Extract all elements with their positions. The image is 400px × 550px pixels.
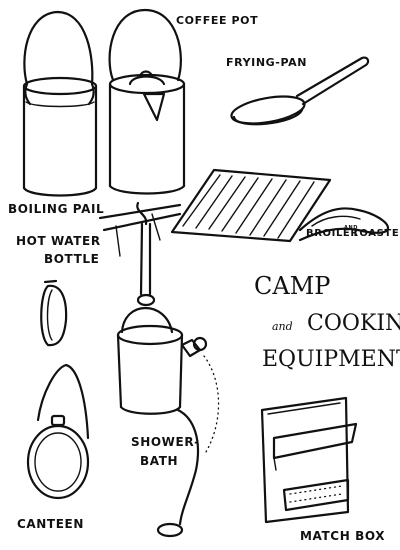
shower-bath-label-line1: SHOWER- — [131, 435, 200, 449]
title-and: and — [272, 320, 293, 333]
hot-water-bottle-label-line2: BOTTLE — [44, 252, 99, 266]
title-line-equipment: EQUIPMENT — [262, 347, 400, 372]
boiling-pail-label: BOILING PAIL — [8, 202, 104, 216]
shower-bath-label-line2: BATH — [140, 454, 178, 468]
hot-water-bottle-label-line1: HOT WATER — [16, 234, 101, 248]
broiler-label: BROILER — [306, 228, 359, 239]
boiling-pail-drawing — [22, 10, 98, 197]
match-box-label: MATCH BOX — [300, 529, 385, 543]
toaster-label: TOASTER — [352, 228, 400, 239]
broiler-and-label: AND — [344, 225, 358, 231]
frying-pan-label: FRYING-PAN — [226, 56, 307, 69]
frying-pan-drawing — [230, 56, 370, 126]
shower-bath-drawing — [98, 201, 220, 538]
coffee-pot-drawing — [108, 8, 186, 195]
coffee-pot-label: COFFEE POT — [176, 14, 258, 27]
canteen-label: CANTEEN — [17, 517, 84, 531]
broiler-and-toaster-drawing — [170, 168, 390, 243]
match-box-drawing — [260, 396, 358, 524]
title-line-camp: CAMP — [254, 272, 330, 300]
canteen-drawing — [26, 363, 90, 500]
hot-water-bottle-drawing — [40, 279, 68, 347]
title-cooking: COOKING — [307, 311, 400, 336]
